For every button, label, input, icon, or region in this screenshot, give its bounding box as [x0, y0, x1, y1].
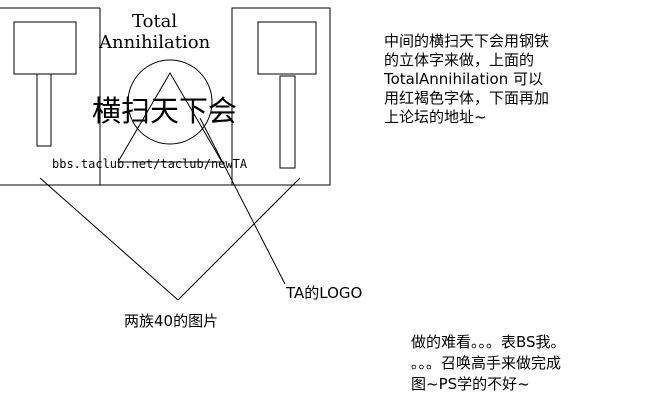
design-note-top: 中间的横扫天下会用钢铁 的立体字来做，上面的 TotalAnnihilation…: [384, 32, 550, 126]
logo-chinese-title: 横扫天下会: [92, 94, 238, 128]
ta-logo-triangle: [117, 72, 223, 163]
pointer-line-logo: [199, 117, 286, 285]
ta-logo-circle: [127, 59, 213, 145]
right-panel-frame: [231, 7, 331, 186]
logo-title-total: Total: [132, 11, 178, 32]
right-figure-body: [279, 75, 296, 169]
forum-url: bbs.taclub.net/taclub/newTA: [52, 157, 248, 171]
two-factions-label: 两族40的图片: [124, 312, 219, 330]
pointer-line-left: [39, 177, 179, 301]
right-figure-head: [257, 21, 317, 75]
pointer-line-right: [177, 177, 301, 301]
ta-logo-label: TA的LOGO: [286, 284, 363, 302]
logo-title-annihilation: Annihilation: [99, 32, 211, 53]
left-figure-body: [36, 73, 52, 147]
left-figure-head: [13, 21, 77, 75]
design-note-bottom: 做的难看。。。表BS我。 。。。召唤高手来做完成 图~PS学的不好~: [411, 333, 566, 393]
